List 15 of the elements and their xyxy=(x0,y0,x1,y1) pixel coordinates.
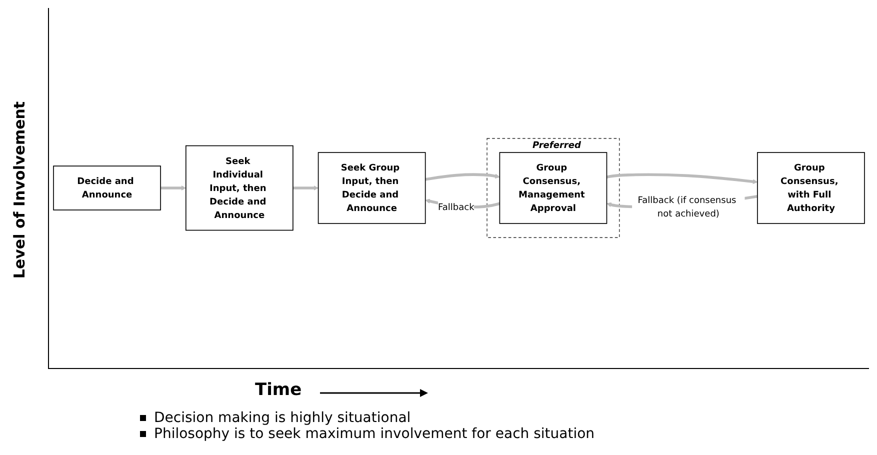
axis-title: Level of Involvement xyxy=(11,101,29,279)
node-box: Decide and Announce xyxy=(53,166,161,210)
arrow xyxy=(292,186,319,190)
edge-label: Fallback xyxy=(438,202,474,212)
arrow xyxy=(425,173,500,181)
node-box: Seek Group Input, then Decide and Announce xyxy=(318,152,426,224)
bullet-note: Philosophy is to seek maximum involvement for each situation xyxy=(154,426,595,442)
node-box: Group Consensus, with Full Authority xyxy=(757,152,865,224)
arrow xyxy=(606,173,758,184)
axis-title: Time xyxy=(255,380,302,400)
bullet-note: Decision making is highly situational xyxy=(154,410,411,426)
node-box: Group Consensus, Management Approval xyxy=(499,152,608,224)
arrow xyxy=(160,186,186,190)
node-box: Seek Individual Input, then Decide and Announce xyxy=(185,145,294,231)
edge-label: Fallback (if consensus not achieved) xyxy=(638,194,736,219)
